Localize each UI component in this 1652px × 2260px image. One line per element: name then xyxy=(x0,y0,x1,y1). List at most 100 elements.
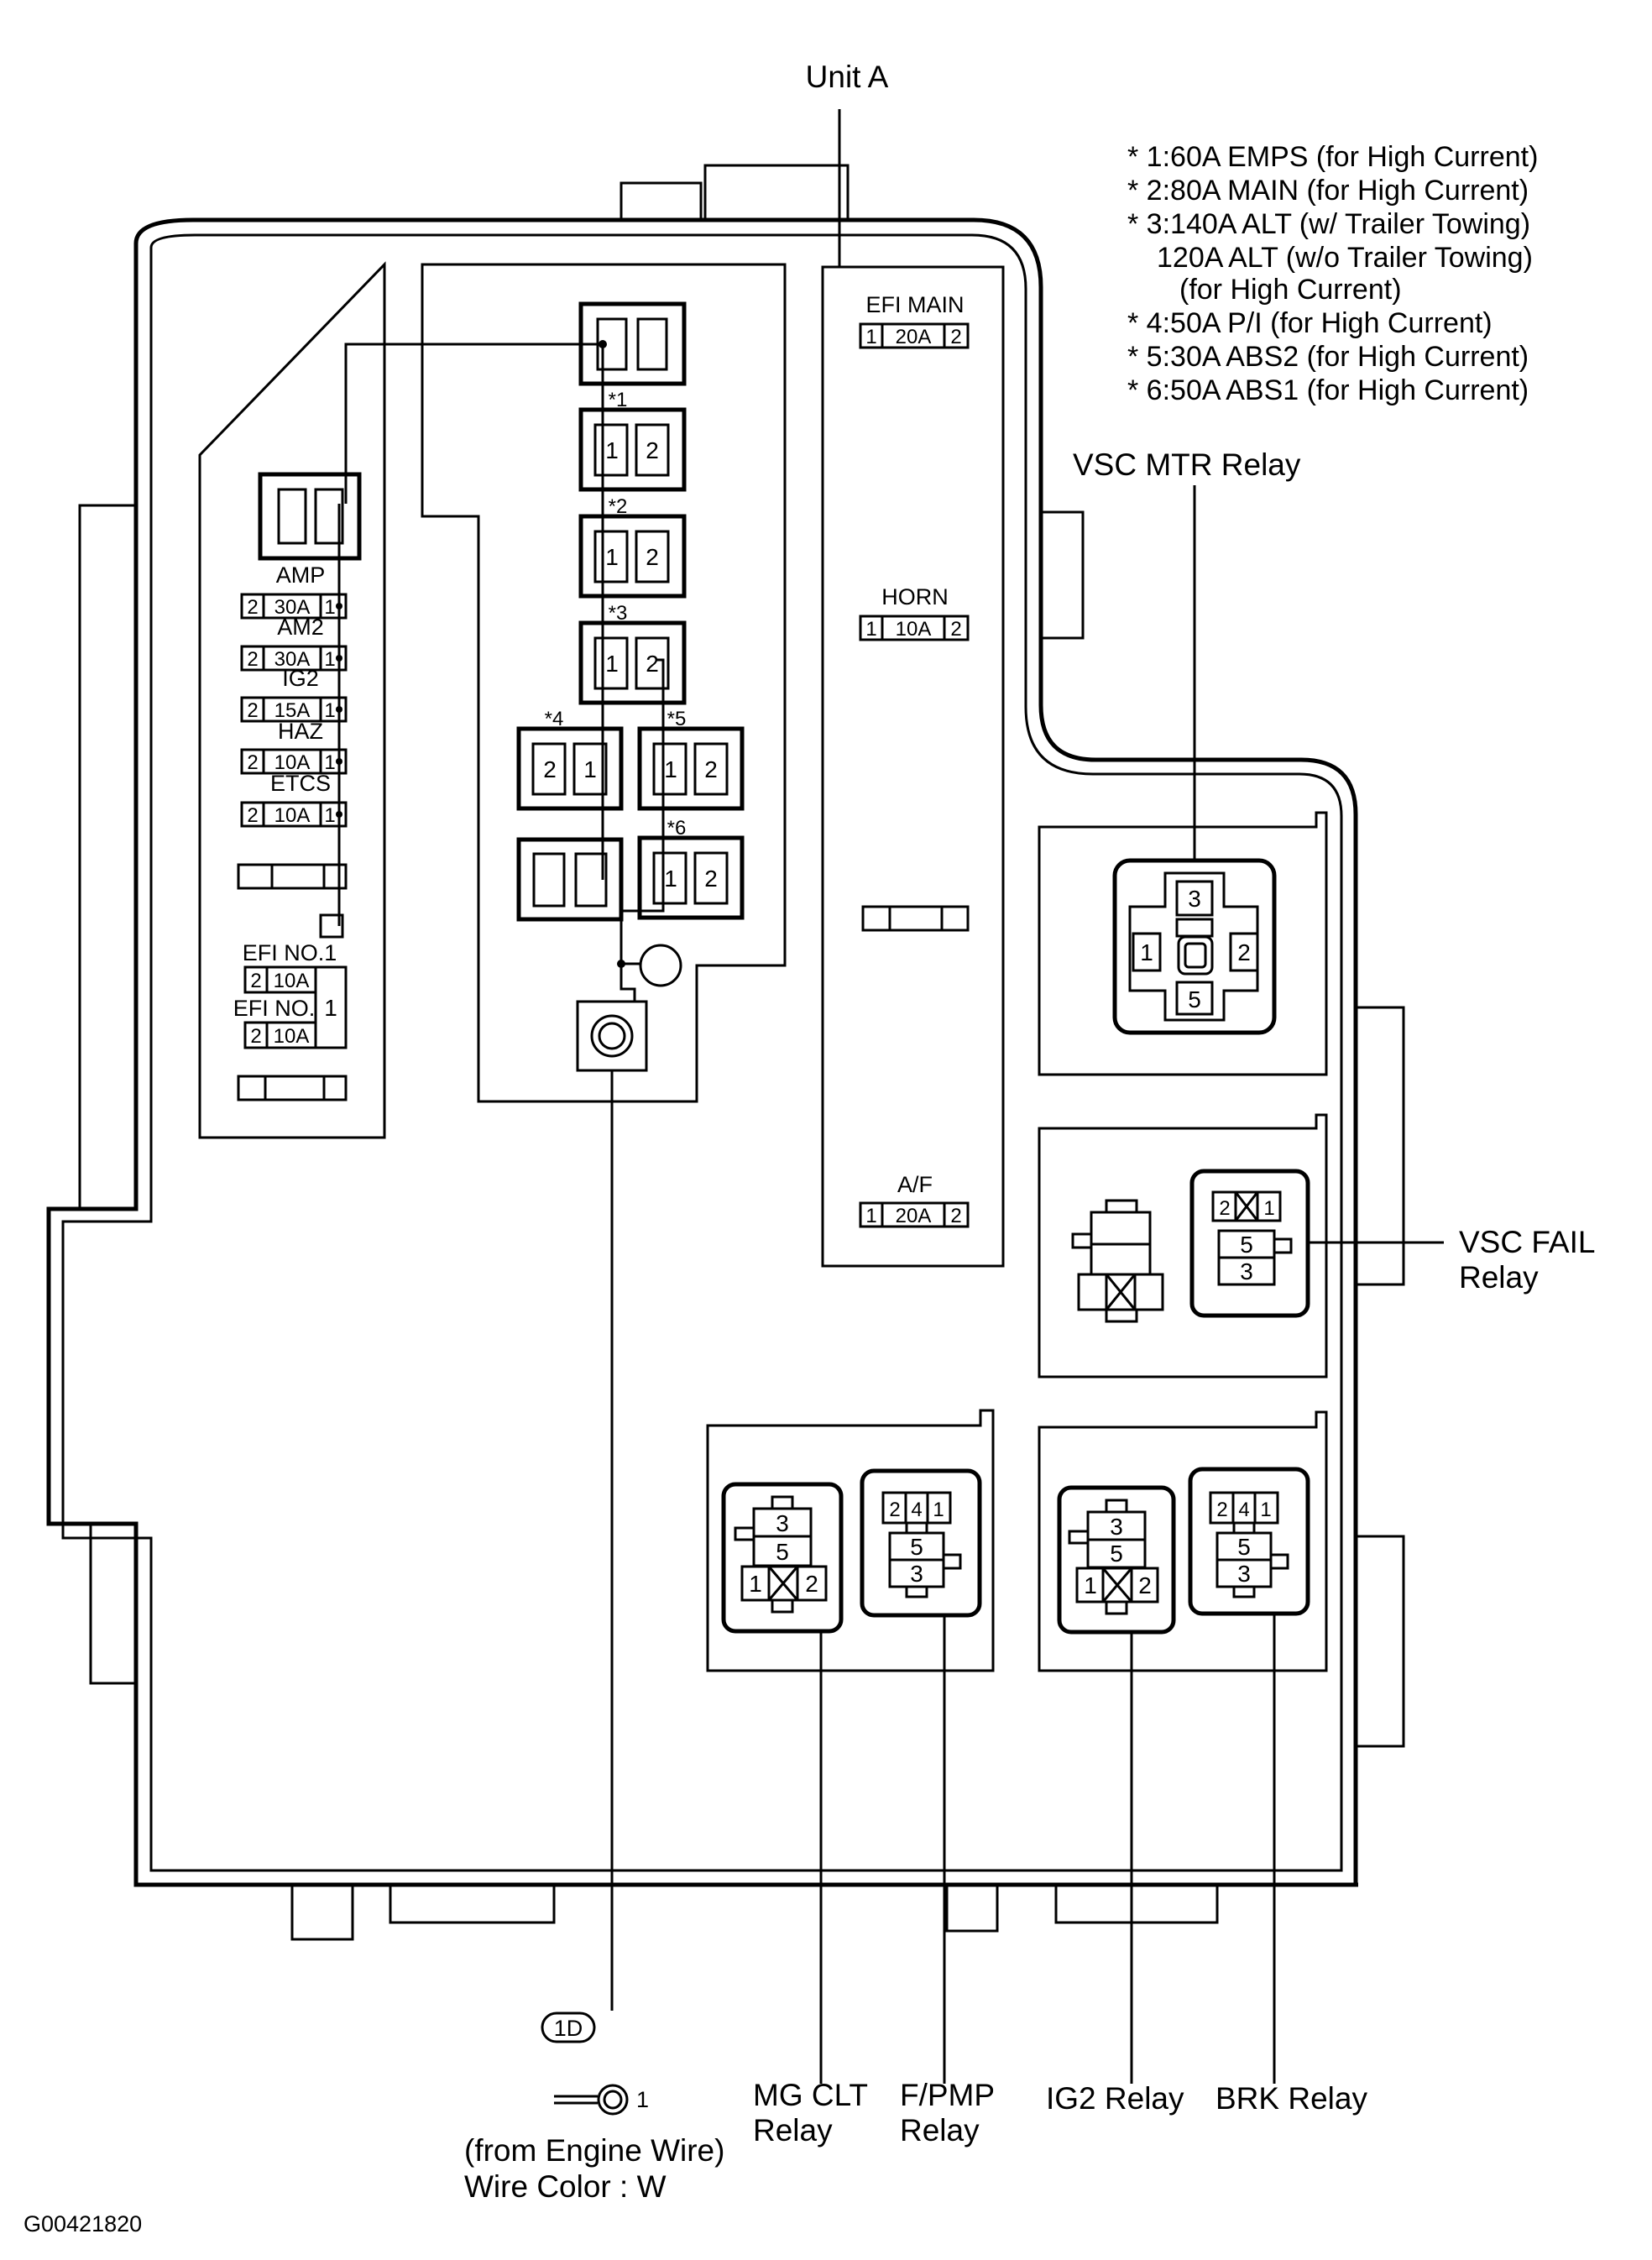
left-fuse-label: IG2 xyxy=(282,666,319,691)
note-3-sub: (for High Current) xyxy=(1179,274,1402,306)
right-fuse-pin-b: 2 xyxy=(950,618,961,641)
f-pmp-pin-3: 3 xyxy=(910,1561,923,1587)
left-fuse-body xyxy=(240,593,348,620)
high-current-fuse-tag: *6 xyxy=(667,817,687,840)
vsc-mtr-pin-3: 3 xyxy=(1188,886,1201,912)
ground-stud xyxy=(576,1000,648,1072)
left-fuse-rating: 30A xyxy=(274,596,311,619)
f-pmp-pin-5: 5 xyxy=(910,1534,923,1560)
wiring xyxy=(337,340,665,1002)
left-blank-slots xyxy=(237,863,348,1101)
left-fuse-rating: 15A xyxy=(274,699,311,722)
high-current-fuse-pin-a: 1 xyxy=(605,544,619,570)
vsc-fail-pin-2: 2 xyxy=(1219,1197,1230,1220)
efi-no1-pin: 2 xyxy=(250,970,261,992)
efi-no1-fuse: EFI NO.1 2 10A xyxy=(243,940,337,994)
high-current-fuse-pin-b: 2 xyxy=(646,651,659,677)
vsc-mtr-relay-label: VSC MTR Relay xyxy=(1073,447,1301,482)
high-current-fuse-pin-a: 1 xyxy=(664,756,677,782)
efi-no1-label: EFI NO.1 xyxy=(243,940,337,965)
brk-pin-3: 3 xyxy=(1237,1561,1251,1587)
vsc-fail-pin-3: 3 xyxy=(1240,1258,1253,1284)
brk-pin-5: 5 xyxy=(1237,1534,1251,1560)
high-current-fuse-pin-b: 2 xyxy=(646,437,659,463)
ig2-relay-label: IG2 Relay xyxy=(1046,2081,1184,2116)
relay-panels xyxy=(706,811,1328,1672)
connector-code: 1D xyxy=(554,2016,583,2041)
note-5: * 5:30A ABS2 (for High Current) xyxy=(1127,341,1529,373)
connector-wire-color: Wire Color : W xyxy=(464,2169,667,2204)
right-fuse-body xyxy=(859,322,970,349)
left-fuse-body xyxy=(240,645,348,672)
right-fuse-rating: 20A xyxy=(896,326,932,348)
efi-no1-rating: 10A xyxy=(274,970,310,992)
vsc-mtr-pin-5: 5 xyxy=(1188,986,1201,1012)
left-fuse-pin-b: 1 xyxy=(324,648,335,671)
note-3-alt: 120A ALT (w/o Trailer Towing) xyxy=(1157,242,1533,274)
vsc-fail-relay: 2 1 5 3 xyxy=(1071,1169,1310,1323)
mg-clt-pin-5: 5 xyxy=(776,1539,789,1565)
connector-from-line: (from Engine Wire) xyxy=(464,2133,724,2168)
high-current-fuse-pin-a: 1 xyxy=(605,437,619,463)
right-fuse-pin-a: 1 xyxy=(865,326,876,348)
left-fuse-pin-b: 1 xyxy=(324,596,335,619)
mg-clt-pin-3: 3 xyxy=(776,1510,789,1536)
high-current-fuse-pin-b: 1 xyxy=(583,756,597,782)
ig2-relay: 3 5 1 2 xyxy=(1057,1485,1176,1635)
left-fuse-pin-a: 2 xyxy=(247,699,258,722)
brk-relay-label: BRK Relay xyxy=(1215,2081,1367,2116)
high-current-fuse-pin-b: 2 xyxy=(704,866,718,892)
right-fuse-label: EFI MAIN xyxy=(865,292,964,317)
vsc-mtr-relay: 3 1 2 5 xyxy=(1112,858,1277,1035)
ig2-pin-1: 1 xyxy=(1084,1572,1097,1598)
high-current-panel xyxy=(421,263,787,1103)
mg-clt-pin-2: 2 xyxy=(805,1571,818,1597)
left-fuse-pin-b: 1 xyxy=(324,751,335,774)
note-1: * 1:60A EMPS (for High Current) xyxy=(1127,141,1538,173)
connector-1d: 1D 1 (from Engine Wire) Wire Color : W xyxy=(464,2012,724,2204)
efi-no2-pin: 2 xyxy=(250,1025,261,1048)
left-fuse-pin-a: 2 xyxy=(247,751,258,774)
left-fuse-pin-a: 2 xyxy=(247,648,258,671)
high-current-fuse-tag: *2 xyxy=(609,495,628,518)
vsc-fail-pin-1: 1 xyxy=(1263,1197,1274,1220)
right-fuse-rating: 20A xyxy=(896,1205,932,1227)
relay-socket xyxy=(258,472,362,561)
mg-clt-relay-label-1: MG CLT xyxy=(753,2078,868,2112)
left-fuse-label: AMP xyxy=(276,562,326,588)
leader-lines xyxy=(610,109,1444,2084)
efi-no2-label: EFI NO.2 xyxy=(233,996,328,1021)
left-fuse-label: HAZ xyxy=(278,719,323,744)
left-fuse-label: AM2 xyxy=(277,615,324,640)
high-current-fuse-tag: *5 xyxy=(667,708,687,730)
high-current-fuse-pin-b: 2 xyxy=(646,544,659,570)
left-fuse-body xyxy=(240,696,348,723)
right-fuse-strip xyxy=(821,265,1005,1268)
high-current-fuse-tag: *4 xyxy=(545,708,564,730)
left-fuse-body xyxy=(240,801,348,828)
vsc-mtr-pin-2: 2 xyxy=(1237,939,1251,965)
high-current-fuse-tag: *1 xyxy=(609,389,628,411)
ig2-pin-3: 3 xyxy=(1110,1514,1123,1540)
right-fuse-pin-b: 2 xyxy=(950,326,961,348)
left-fuse-pin-b: 1 xyxy=(324,699,335,722)
right-fuse-label: HORN xyxy=(881,584,949,609)
ig2-pin-5: 5 xyxy=(1110,1541,1123,1567)
terminal-circle xyxy=(639,944,682,987)
mg-clt-relay: 3 5 1 2 xyxy=(721,1482,844,1634)
note-2: * 2:80A MAIN (for High Current) xyxy=(1127,175,1529,207)
right-fuse-pin-a: 1 xyxy=(865,1205,876,1227)
efi-no2-fuse: EFI NO.2 2 10A 1 xyxy=(233,965,348,1049)
right-fuse-body xyxy=(859,1201,970,1228)
right-fuse-body xyxy=(859,615,970,641)
left-fuse-rating: 30A xyxy=(274,648,311,671)
brk-pin-2: 2 xyxy=(1216,1499,1227,1521)
ig2-pin-2: 2 xyxy=(1138,1572,1152,1598)
vsc-mtr-pin-1: 1 xyxy=(1140,939,1153,965)
left-fuse-label: ETCS xyxy=(270,771,331,796)
footnotes: * 1:60A EMPS (for High Current) * 2:80A … xyxy=(1127,141,1538,406)
efi-common-pin: 1 xyxy=(324,995,337,1021)
